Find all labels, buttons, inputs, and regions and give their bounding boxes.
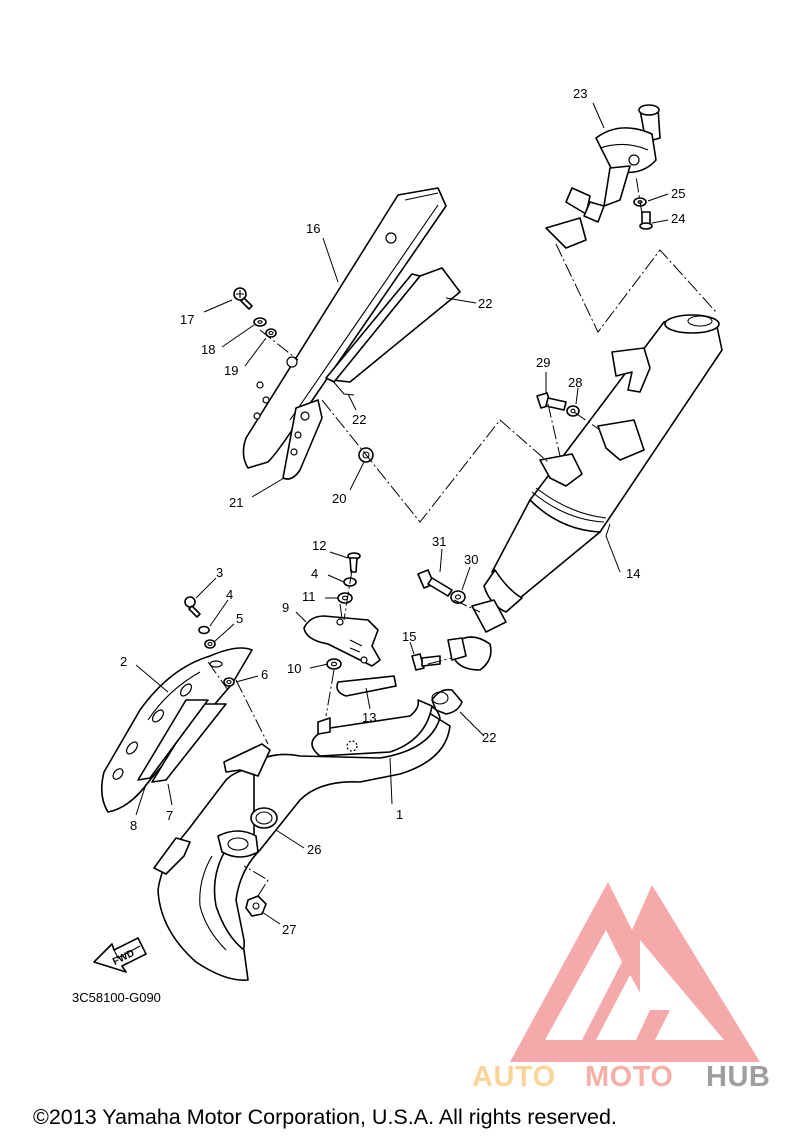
part-24-tailpipe[interactable] xyxy=(545,104,661,249)
part-4-washer[interactable] xyxy=(198,625,210,635)
watermark-logo xyxy=(510,882,760,1062)
callout-13: 13 xyxy=(362,710,376,725)
part-9-bracket[interactable] xyxy=(303,615,381,667)
callout-17: 17 xyxy=(180,312,194,327)
callout-8: 8 xyxy=(130,818,137,833)
callout-19: 19 xyxy=(224,363,238,378)
drawing-code: 3C58100-G090 xyxy=(72,990,161,1005)
leader-lines xyxy=(135,102,669,925)
callout-14: 14 xyxy=(626,566,640,581)
callout-28: 27 xyxy=(282,922,296,937)
copyright-notice: ©2013 Yamaha Motor Corporation, U.S.A. A… xyxy=(33,1105,617,1129)
part-18-washer[interactable] xyxy=(253,317,267,327)
callout-1: 1 xyxy=(396,807,403,822)
callout-16: 16 xyxy=(306,221,320,236)
part-27-gasket[interactable] xyxy=(250,807,278,829)
callout-4: 4 xyxy=(226,587,233,602)
callout-29: 28 xyxy=(568,375,582,390)
watermark-auto: AUTO xyxy=(472,1061,556,1093)
watermark-text: AUTO MOTO HUB xyxy=(472,1061,770,1093)
callout-6: 6 xyxy=(261,667,268,682)
part-11-washer[interactable] xyxy=(337,592,353,604)
part-7-pad[interactable] xyxy=(151,703,227,783)
part-21-bracket[interactable] xyxy=(282,399,323,480)
part-5-washer[interactable] xyxy=(204,639,216,649)
callout-15: 15 xyxy=(402,629,416,644)
watermark-moto: MOTO xyxy=(585,1061,673,1093)
callout-20: 20 xyxy=(332,491,346,506)
part-3-screw[interactable] xyxy=(184,596,201,618)
flange xyxy=(217,830,259,858)
part-31-washer[interactable] xyxy=(450,590,466,604)
fwd-arrow: FWD xyxy=(93,937,147,973)
callout-30: 29 xyxy=(536,355,550,370)
callout-22a: 22 xyxy=(478,296,492,311)
callout-11: 11 xyxy=(302,589,316,604)
watermark-hub: HUB xyxy=(706,1061,770,1093)
callout-12: 12 xyxy=(312,538,326,553)
part-17-screw[interactable] xyxy=(233,287,253,310)
callout-18: 18 xyxy=(201,342,215,357)
part-8-pad[interactable] xyxy=(137,699,209,781)
part-32-bolt[interactable] xyxy=(417,569,453,597)
callout-31: 30 xyxy=(464,552,478,567)
part-19-washer[interactable] xyxy=(265,328,277,338)
part-12-screw[interactable] xyxy=(347,552,361,573)
part-13-pad[interactable] xyxy=(336,675,397,697)
callout-4b: 4 xyxy=(311,566,318,581)
callout-22b: 22 xyxy=(352,412,366,427)
part-14-muffler[interactable] xyxy=(447,314,723,671)
callout-32: 31 xyxy=(432,534,446,549)
callout-3: 3 xyxy=(216,565,223,580)
part-1-exhaust-pipe[interactable] xyxy=(153,699,451,981)
part-6-collar[interactable] xyxy=(223,677,235,687)
part-22-pads[interactable] xyxy=(325,267,461,396)
callout-7: 7 xyxy=(166,808,173,823)
part-25-screw[interactable] xyxy=(639,211,653,230)
callout-numbers: 23 25 24 16 22 17 18 19 29 28 22 20 21 3… xyxy=(120,86,685,937)
callout-10: 10 xyxy=(287,661,301,676)
callout-9: 9 xyxy=(282,600,289,615)
callout-27: 26 xyxy=(307,842,321,857)
callout-23: 22 xyxy=(482,730,496,745)
callout-5: 5 xyxy=(236,611,243,626)
callout-2: 2 xyxy=(120,654,127,669)
callout-25: 24 xyxy=(671,211,685,226)
part-30-bolt[interactable] xyxy=(536,392,567,411)
callout-21: 21 xyxy=(229,495,243,510)
alignment-lines xyxy=(207,175,717,897)
part-23-gasket[interactable] xyxy=(431,688,463,715)
part-10-washer[interactable] xyxy=(326,658,342,670)
part-15-bolt[interactable] xyxy=(411,653,441,671)
callout-24: 23 xyxy=(573,86,587,101)
callout-26: 25 xyxy=(671,186,685,201)
